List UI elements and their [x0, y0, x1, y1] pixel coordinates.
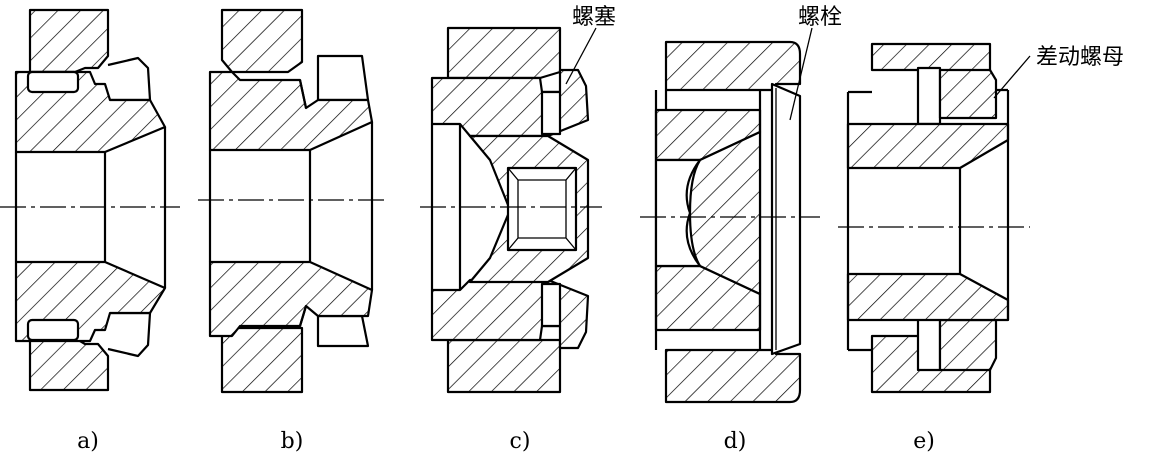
housing-bottom [664, 348, 802, 404]
housing-top [446, 26, 562, 80]
plug-bottom [540, 282, 562, 328]
nut-bottom [107, 311, 152, 358]
figure-b [198, 8, 384, 394]
label-d: d) [724, 429, 747, 453]
figure-e [838, 42, 1031, 394]
callout-diff-nut: 差动螺母 [1036, 45, 1124, 70]
housing-bottom [446, 338, 562, 394]
housing-bottom [220, 326, 304, 394]
figure-c [420, 26, 602, 394]
washer-tab-top [26, 70, 80, 94]
diff-nut-bottom [938, 318, 998, 372]
body-bottom [430, 278, 590, 350]
diff-nut-top [938, 68, 998, 120]
hex-facets [507, 167, 577, 251]
step-lines [848, 88, 1008, 352]
housing-bottom [28, 336, 110, 392]
body-top [846, 122, 1010, 170]
nut-top [316, 54, 370, 102]
bolt-plate [770, 82, 802, 356]
figure-d [640, 27, 820, 404]
leader-d [789, 27, 813, 121]
shaft-end [654, 158, 702, 268]
body-bottom [846, 272, 1010, 322]
housing-top [664, 40, 802, 92]
nut-top [107, 56, 152, 102]
label-b: b) [281, 429, 304, 453]
label-c: c) [510, 429, 531, 453]
plug-top [540, 90, 562, 136]
callout-bolt: 螺栓 [798, 5, 842, 30]
body-bottom [208, 260, 374, 338]
label-e: e) [913, 429, 935, 453]
housing-top [28, 8, 110, 74]
nut-bottom [316, 314, 370, 348]
housing-top [220, 8, 304, 74]
washer-tab-bottom [26, 318, 80, 342]
diff-nut-pin-bottom [916, 312, 942, 372]
bore-lines [846, 90, 1010, 350]
leader-c [565, 27, 597, 85]
bore-lines [208, 122, 374, 290]
figure-a [0, 8, 180, 392]
label-a: a) [77, 429, 99, 453]
diff-nut-pin-top [916, 66, 942, 126]
body-top [208, 70, 374, 152]
body-top [430, 68, 590, 138]
washer-lines [298, 79, 308, 327]
callout-plug: 螺塞 [572, 5, 616, 30]
leader-e [993, 55, 1031, 99]
